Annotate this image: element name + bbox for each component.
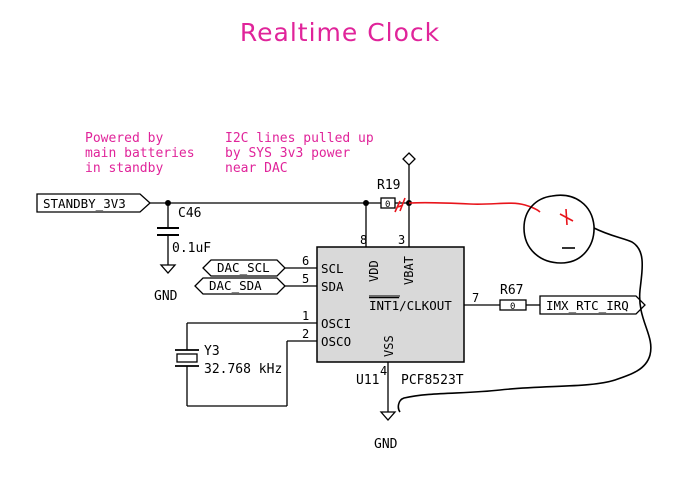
c46-ref: C46 <box>178 206 201 221</box>
resistor-r19 <box>380 197 396 209</box>
red-wire <box>408 201 541 213</box>
crystal-y3 <box>175 323 288 407</box>
vbat-supply <box>402 152 416 247</box>
chip-u11-body <box>316 246 465 363</box>
left-pin-wires <box>187 267 317 342</box>
standby-note-line-2: main batteries <box>85 146 195 161</box>
pin-vdd-label: VDD <box>367 260 381 282</box>
battery-sketch <box>397 194 652 413</box>
pin-1-number: 1 <box>302 309 309 323</box>
r67-ref: R67 <box>500 283 523 298</box>
battery-plus-mark <box>559 208 574 226</box>
gnd-bottom-label: GND <box>374 437 398 452</box>
battery-minus-text: _ <box>567 251 570 253</box>
gnd-left-label: GND <box>154 289 178 304</box>
pin-clkout-text: /CLKOUT <box>399 298 452 313</box>
pin-7-number: 7 <box>472 291 479 305</box>
i2c-note: I2C lines pulled up by SYS 3v3 power nea… <box>225 131 374 176</box>
pin-vbat-label: VBAT <box>402 256 416 285</box>
pin-int-overbar-text: INT1 <box>369 298 399 313</box>
pin-8-number: 8 <box>360 233 367 247</box>
u11-value: PCF8523T <box>401 373 464 388</box>
battery-plus-text: + <box>565 226 567 229</box>
c46-value: 0.1uF <box>172 241 211 256</box>
pin-int-label: INT1/CLKOUT <box>369 298 452 313</box>
pin-5-number: 5 <box>302 272 309 286</box>
pin-2-number: 2 <box>302 327 309 341</box>
r19-ref: R19 <box>377 178 400 193</box>
pin-sda-label: SDA <box>321 279 344 294</box>
dac-sda-net-flag <box>194 277 286 295</box>
schematic-title: Realtime Clock <box>240 18 440 47</box>
red-annotation <box>394 197 574 226</box>
dac-scl-net-label: DAC_SCL <box>217 260 270 275</box>
dac-sda-net-label: DAC_SDA <box>209 278 262 293</box>
battery-return-wire <box>397 227 652 413</box>
ground-symbol-bottom <box>379 411 397 421</box>
u11-ref: U11 <box>356 373 379 388</box>
pin-4-number: 4 <box>380 364 387 378</box>
pin-3-number: 3 <box>398 233 405 247</box>
standby-note: Powered by main batteries in standby <box>85 131 195 176</box>
capacitor-c46 <box>157 203 179 265</box>
i2c-note-line-1: I2C lines pulled up <box>225 131 374 146</box>
i2c-note-line-3: near DAC <box>225 161 288 176</box>
i2c-note-line-2: by SYS 3v3 power <box>225 146 350 161</box>
pin-osco-label: OSCO <box>321 334 351 349</box>
dac-scl-net-flag <box>202 259 286 277</box>
irq-net-flag <box>539 295 646 315</box>
y3-value: 32.768 kHz <box>204 362 282 377</box>
standby-note-line-3: in standby <box>85 161 163 176</box>
ground-symbol-left <box>159 264 177 274</box>
battery-outline <box>523 194 595 264</box>
standby-net-flag <box>36 193 151 213</box>
standby-note-line-1: Powered by <box>85 131 163 146</box>
pin-6-number: 6 <box>302 254 309 268</box>
y3-ref: Y3 <box>204 344 220 359</box>
pin-osci-label: OSCI <box>321 316 351 331</box>
irq-net-label: IMX_RTC_IRQ <box>546 298 629 313</box>
pin-vss-label: VSS <box>382 335 396 357</box>
standby-net-label: STANDBY_3V3 <box>43 196 126 211</box>
r19-cut-mark <box>394 197 406 213</box>
r19-value: 0 <box>385 200 390 210</box>
pin-scl-label: SCL <box>321 261 344 276</box>
r67-value: 0 <box>510 302 515 312</box>
